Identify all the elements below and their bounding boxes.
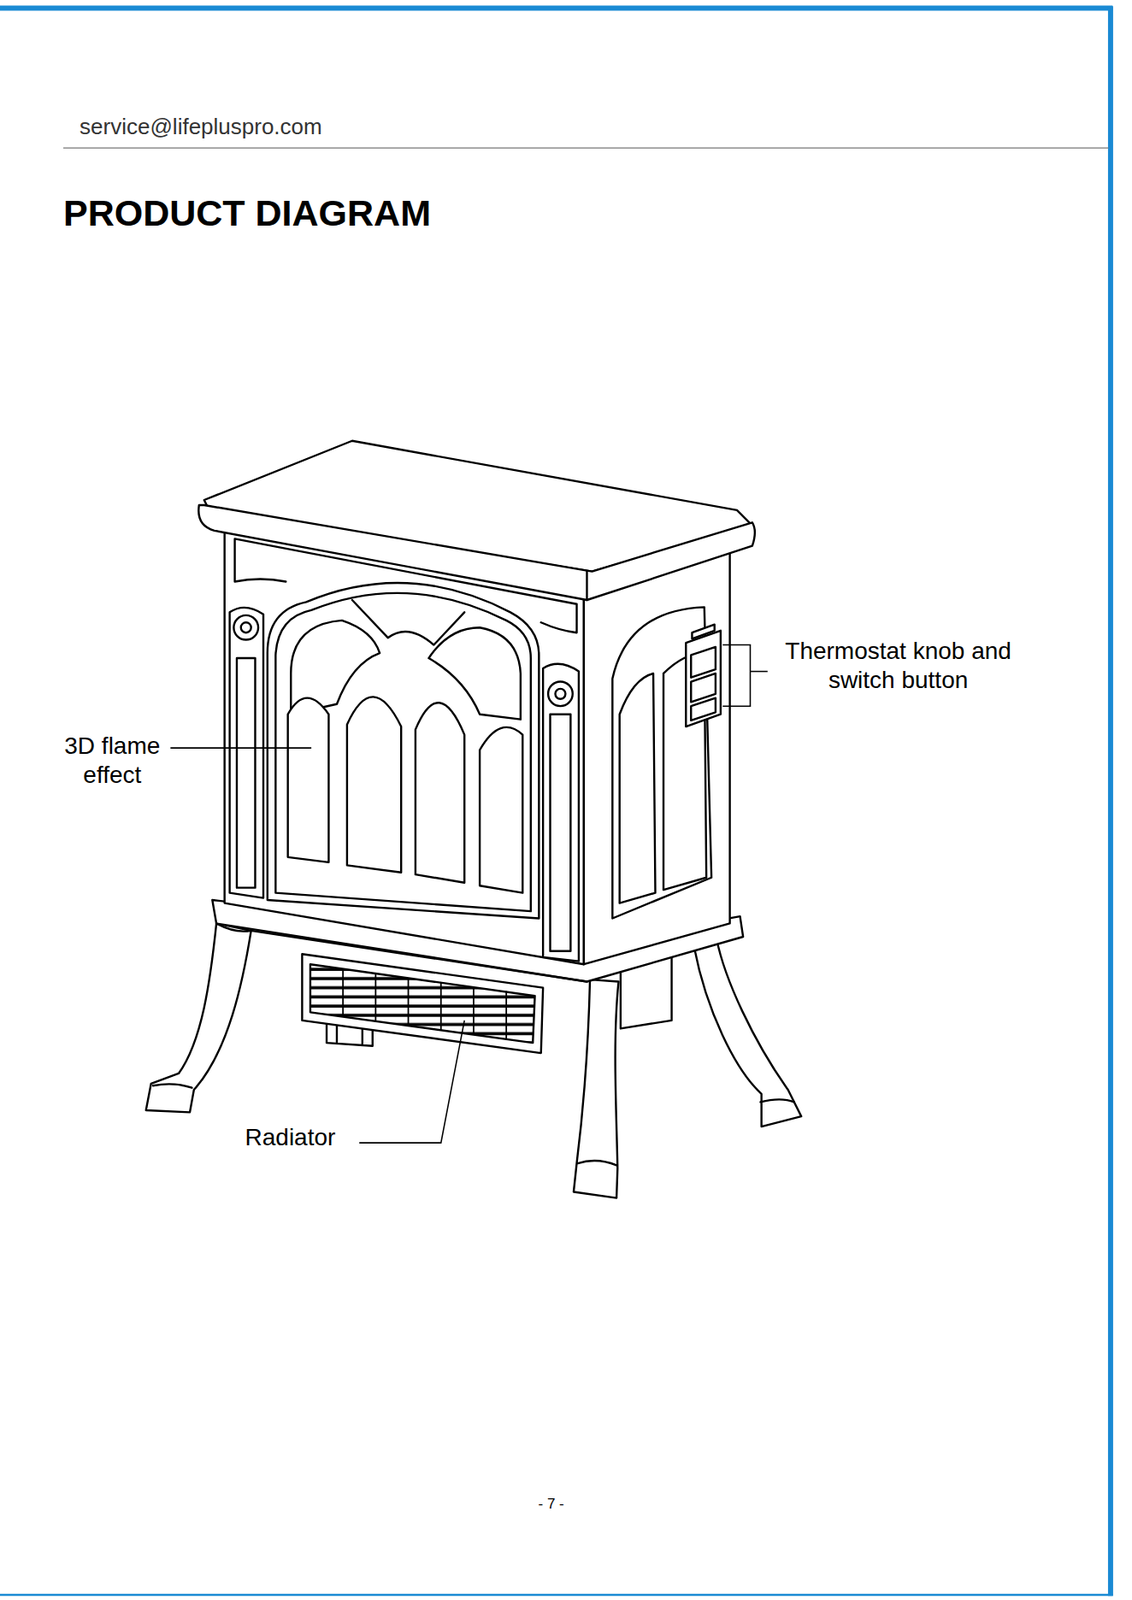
- page-title: PRODUCT DIAGRAM: [63, 191, 431, 236]
- flame-window: [267, 583, 540, 920]
- page-frame: [0, 5, 1113, 1597]
- stove-top: [198, 441, 755, 601]
- callout-label: Thermostat knob and switch button: [754, 636, 1041, 695]
- callout-label: Radiator: [245, 1123, 337, 1153]
- page-number: - 7 -: [538, 1496, 565, 1514]
- stove-side: [583, 546, 731, 965]
- stove-legs: [146, 923, 802, 1198]
- callout-label: 3D flame effect: [52, 731, 173, 790]
- contact-email: service@lifepluspro.com: [79, 113, 323, 141]
- leader-lines: [170, 645, 767, 1144]
- control-panel: [685, 624, 721, 727]
